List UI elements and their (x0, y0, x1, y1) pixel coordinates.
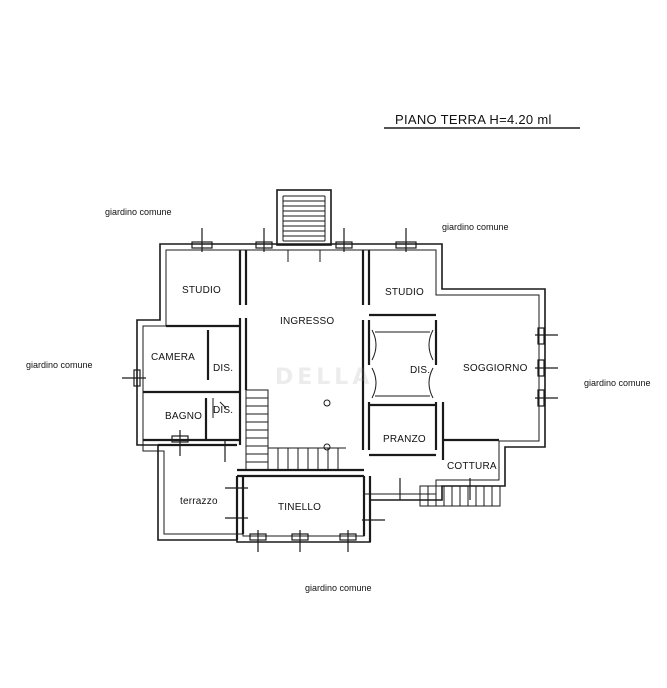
garden-label-top-left: giardino comune (105, 207, 172, 217)
room-dis-3: DIS. (410, 365, 431, 376)
room-camera: CAMERA (151, 352, 195, 363)
garden-label-left: giardino comune (26, 360, 93, 370)
garden-label-bottom: giardino comune (305, 583, 372, 593)
room-tinello: TINELLO (278, 502, 322, 513)
room-studio-right: STUDIO (385, 287, 424, 298)
room-cottura: COTTURA (447, 461, 497, 472)
garden-label-top-right: giardino comune (442, 222, 509, 232)
room-dis-2: DIS. (213, 405, 234, 416)
window-marks (122, 228, 558, 552)
door-marks (212, 250, 331, 451)
watermark: DELLA (275, 365, 374, 390)
room-pranzo: PRANZO (383, 434, 426, 445)
room-soggiorno: SOGGIORNO (463, 363, 528, 374)
room-ingresso: INGRESSO (280, 316, 335, 327)
room-dis-1: DIS. (213, 363, 234, 374)
room-bagno: BAGNO (165, 411, 203, 422)
entry-stair (276, 189, 332, 246)
entry-stair-steps (282, 195, 326, 242)
internal-stair (245, 389, 346, 471)
plan-title: PIANO TERRA H=4.20 ml (395, 112, 552, 127)
room-terrazzo: terrazzo (180, 496, 218, 507)
archways (371, 329, 434, 399)
room-studio-left: STUDIO (182, 285, 221, 296)
interior-walls (143, 250, 499, 542)
kitchen-stair (419, 485, 501, 507)
garden-label-right: giardino comune (584, 378, 651, 388)
